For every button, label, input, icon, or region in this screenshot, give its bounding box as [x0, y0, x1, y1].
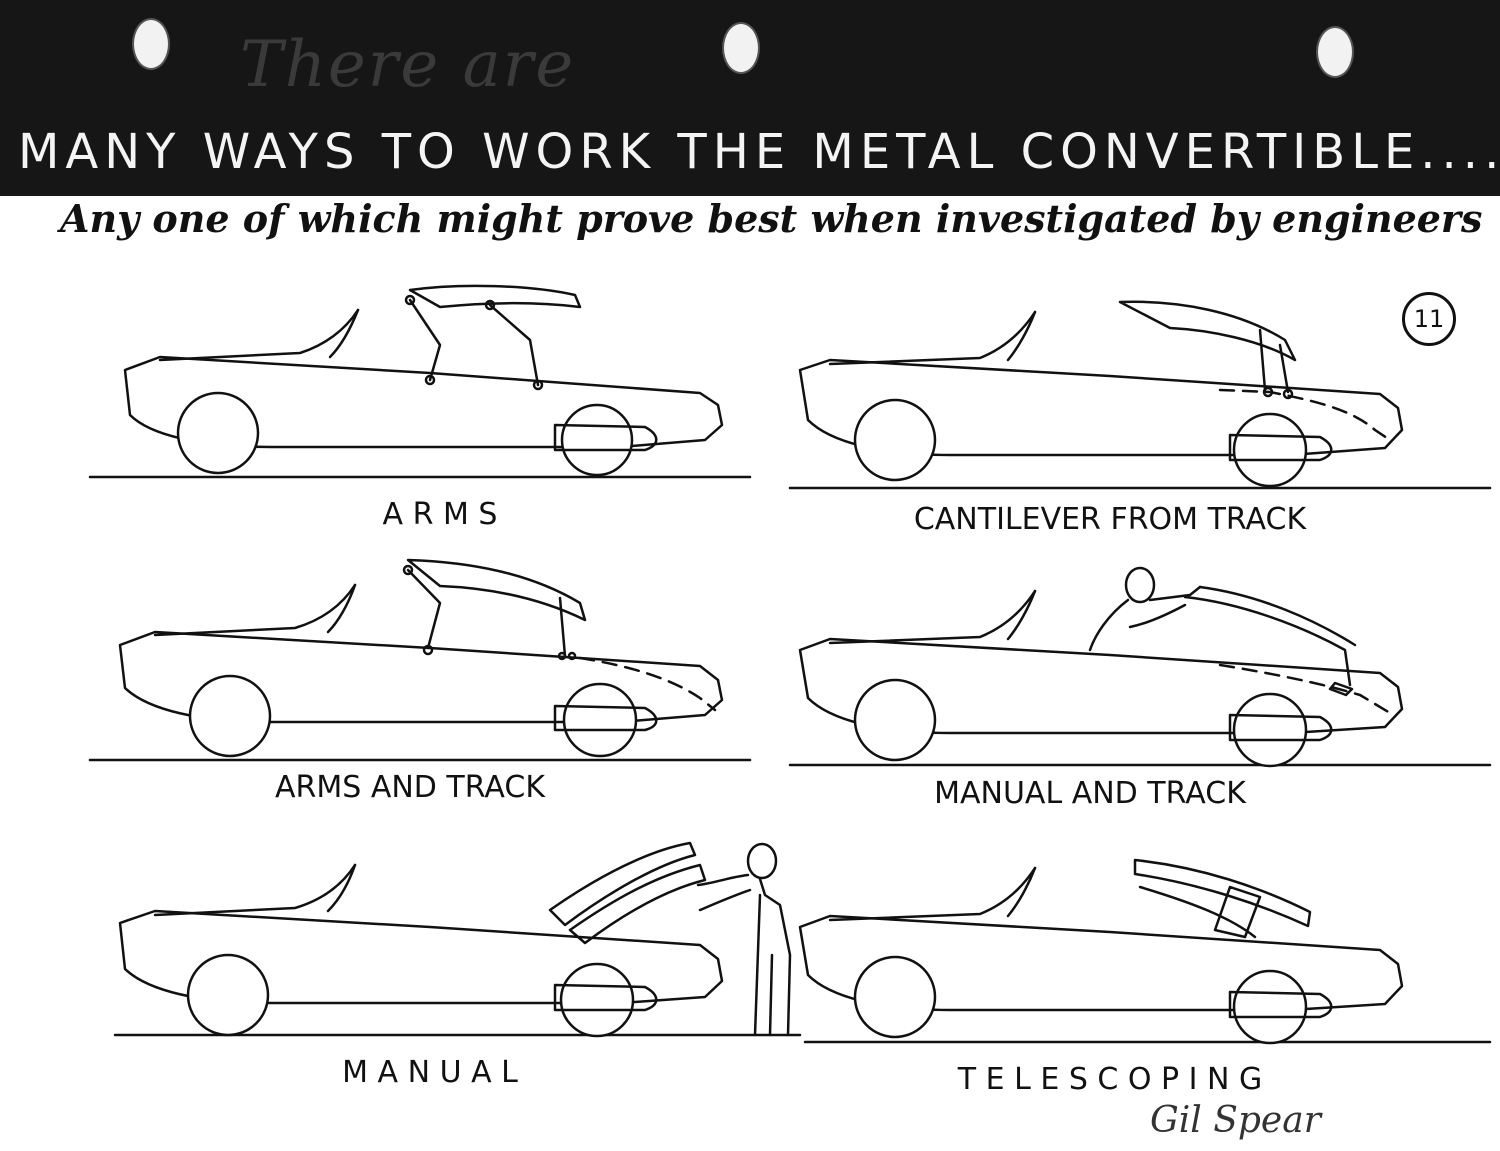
caption-arms-track: ARMS AND TRACK — [275, 770, 545, 805]
handwritten-subtitle: Any one of which might prove best when i… — [60, 196, 1483, 241]
page-title: MANY WAYS TO WORK THE METAL CONVERTIBLE.… — [18, 124, 1500, 180]
car-sketch-arms — [88, 284, 752, 479]
car-sketch-manual-track — [788, 566, 1492, 768]
binder-hole — [132, 18, 170, 70]
caption-manual-track: MANUAL AND TRACK — [934, 776, 1246, 811]
binder-hole — [722, 22, 760, 74]
title-banner: There are MANY WAYS TO WORK THE METAL CO… — [0, 0, 1500, 196]
artist-signature: Gil Spear — [1150, 1100, 1321, 1141]
car-sketch-arms-track — [88, 558, 752, 762]
car-sketch-cantilever-track — [788, 300, 1492, 490]
banner-script-text: There are — [240, 28, 576, 102]
car-sketch-telescoping — [798, 858, 1492, 1045]
caption-cantilever-track: CANTILEVER FROM TRACK — [913, 502, 1307, 537]
caption-manual: M A N U A L — [342, 1055, 518, 1090]
car-sketch-manual — [113, 841, 802, 1038]
caption-arms: A R M S — [382, 497, 498, 532]
page-number: 11 — [1402, 292, 1456, 346]
binder-hole — [1316, 26, 1354, 78]
caption-telescoping: T E L E S C O P I N G — [957, 1062, 1263, 1097]
